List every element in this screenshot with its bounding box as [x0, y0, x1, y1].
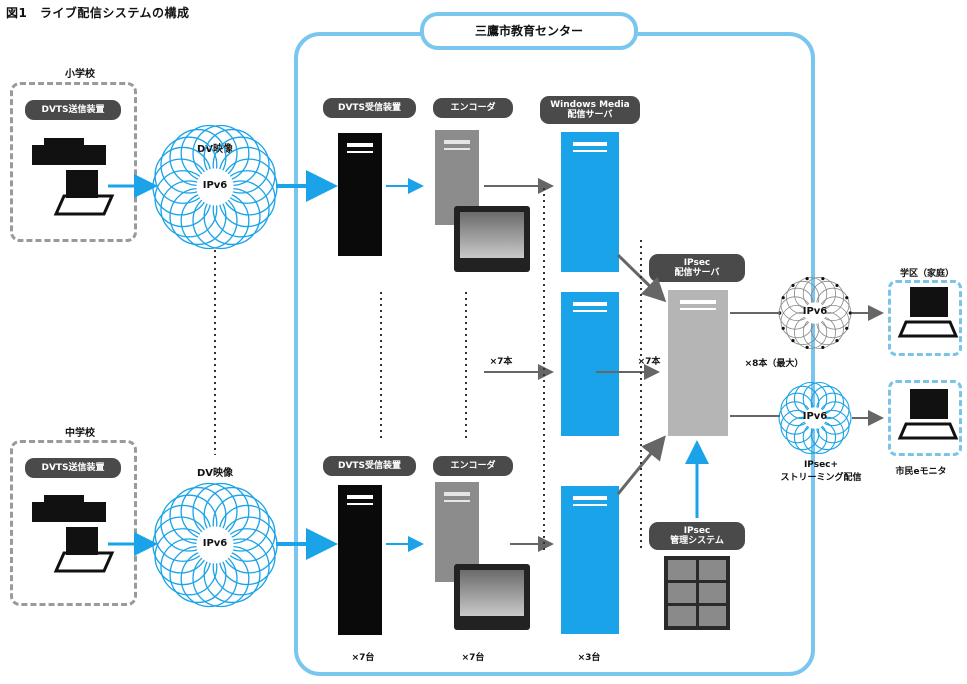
monitor-box [888, 380, 962, 456]
elementary-school-box [10, 82, 137, 242]
dv-video-label: DV映像 [196, 468, 234, 479]
cloud-center [196, 526, 234, 564]
cloud-node [821, 277, 825, 281]
streams-max-count: ×8本（最大） [744, 359, 804, 369]
cloud-petal [160, 180, 218, 238]
cloud-node [848, 311, 852, 315]
citizen-monitor-label: 市民eモニタ [895, 467, 947, 477]
cloud-node [845, 326, 849, 330]
cloud-petal [212, 494, 270, 552]
elementary-school-label: 小学校 [65, 69, 95, 80]
streams-count-b: ×7本 [637, 357, 661, 367]
cloud-node [805, 345, 809, 349]
management-rack-icon [664, 556, 730, 630]
cloud-petal [810, 385, 845, 420]
windows-media-server-pill: Windows Media 配信サーバ [540, 96, 640, 124]
dvts-receiver-pill: DVTS受信装置 [323, 456, 416, 476]
cloud-node [781, 326, 785, 330]
cloud-petal [810, 280, 844, 315]
ipv6-cloud-label: IPv6 [202, 538, 228, 549]
ipv6-cloud-label: IPv6 [802, 411, 828, 422]
district-label: 学区（家庭） [899, 269, 954, 279]
ipsec-management-pill: IPsec 管理システム [649, 522, 745, 550]
wms-count: ×3台 [577, 653, 601, 663]
ipv6-cloud-icon [778, 277, 852, 349]
ipv6-cloud-icon [152, 124, 278, 250]
cloud-node [791, 283, 795, 288]
laptop-icon [897, 287, 959, 338]
junior-high-school-box [10, 440, 137, 606]
video-camera-icon [32, 138, 115, 216]
dvts-receiver-tower [338, 133, 382, 256]
ipv6-cloud-icon [778, 381, 852, 455]
video-camera-icon [32, 495, 115, 573]
education-center-label: 三鷹市教育センター [420, 12, 638, 50]
dvts-sender-pill: DVTS送信装置 [25, 100, 121, 120]
cloud-node [835, 338, 839, 343]
windows-media-server-tower [561, 486, 619, 634]
ipv6-cloud-label: IPv6 [802, 306, 828, 317]
receiver-count: ×7台 [351, 653, 375, 663]
cloud-petal [786, 311, 820, 346]
ipsec-server-tower [668, 290, 728, 436]
dvts-sender-pill: DVTS送信装置 [25, 458, 121, 478]
windows-media-server-tower [561, 292, 619, 436]
dvts-receiver-tower [338, 485, 382, 635]
dvts-receiver-pill: DVTS受信装置 [323, 98, 416, 118]
district-box [888, 280, 962, 356]
cloud-center [804, 302, 826, 324]
dv-video-label: DV映像 [196, 144, 234, 155]
encoder-count: ×7台 [461, 653, 485, 663]
cloud-node [781, 296, 785, 300]
cloud-petal [810, 416, 845, 451]
ipsec-server-pill: IPsec 配信サーバ [649, 254, 745, 282]
cloud-petal [160, 494, 218, 552]
figure-title: 図1 ライブ配信システムの構成 [6, 6, 190, 20]
encoder-monitor [454, 206, 530, 272]
cloud-petal [160, 136, 218, 194]
junior-high-school-label: 中学校 [65, 428, 95, 439]
cloud-petal [212, 136, 270, 194]
windows-media-server-tower [561, 132, 619, 272]
cloud-center [804, 407, 826, 429]
cloud-node [805, 277, 809, 281]
cloud-petal [785, 385, 820, 420]
cloud-petal [212, 180, 270, 238]
streaming-caption: IPsec+ ストリーミング配信 [780, 460, 862, 483]
cloud-petal [785, 416, 820, 451]
encoder-monitor [454, 564, 530, 630]
cloud-petal [810, 311, 844, 346]
streams-count-a: ×7本 [489, 357, 513, 367]
cloud-node [845, 296, 849, 300]
cloud-petal [160, 538, 218, 596]
cloud-node [835, 283, 839, 288]
ipv6-cloud-label: IPv6 [202, 180, 228, 191]
cloud-petal [786, 280, 820, 315]
laptop-icon [897, 389, 959, 440]
encoder-pill: エンコーダ [433, 456, 513, 476]
cloud-center [196, 168, 234, 206]
cloud-node [821, 345, 825, 349]
encoder-pill: エンコーダ [433, 98, 513, 118]
cloud-node [791, 338, 795, 343]
cloud-petal [212, 538, 270, 596]
